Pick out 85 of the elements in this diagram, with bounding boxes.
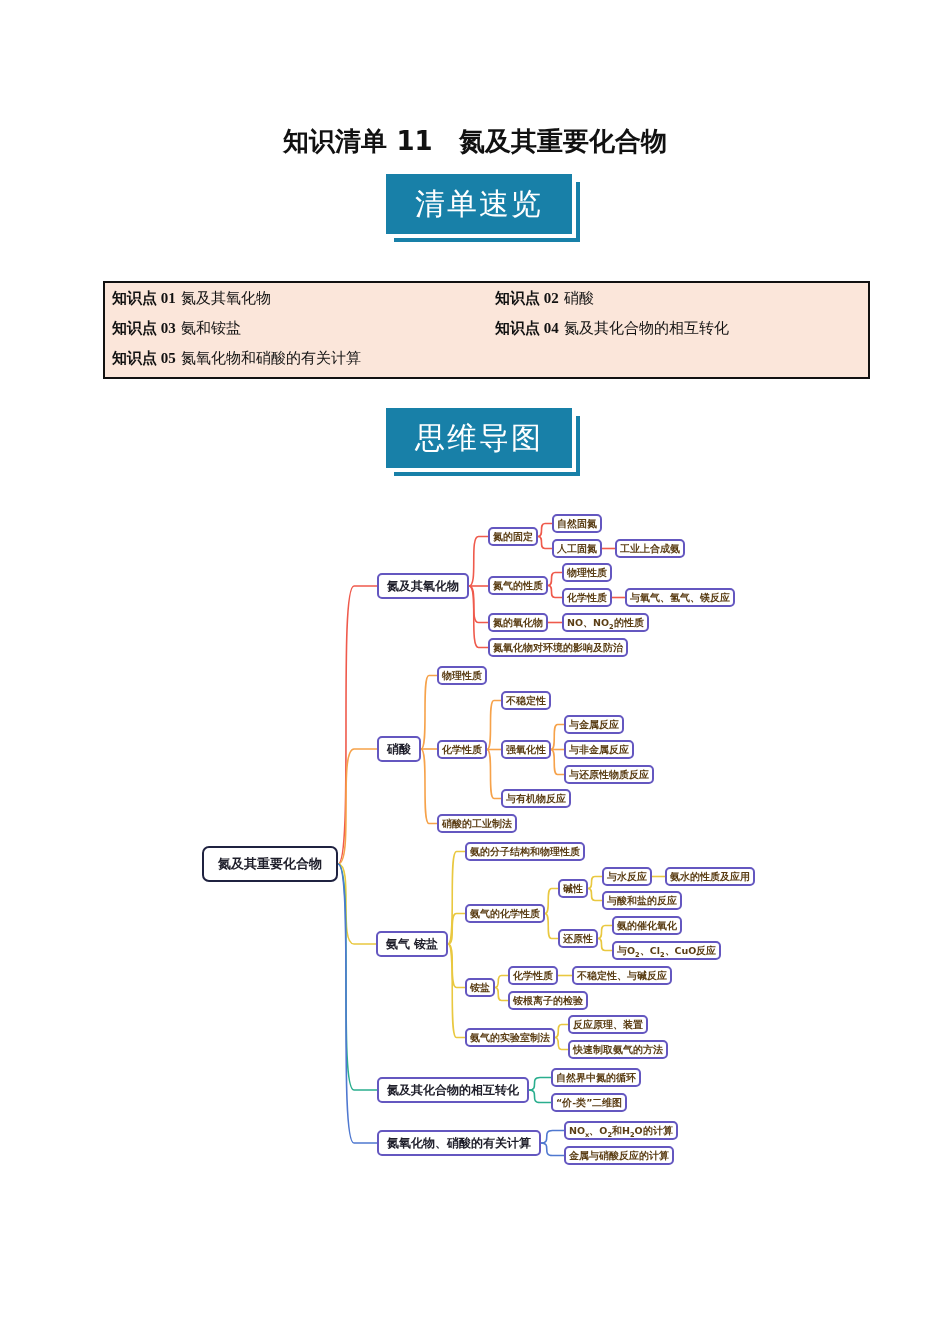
subtopic-box: 硝酸的工业制法: [437, 813, 517, 833]
branch-topic-box: 氮及其氧化物: [377, 573, 469, 599]
subtopic-box: 与氧气、氢气、镁反应: [625, 587, 735, 607]
title: 知识清单 11 氮及其重要化合物: [282, 125, 668, 158]
subtopic-box: 氮气的性质: [488, 575, 548, 595]
connector-line: [537, 522, 553, 538]
subtopic-box: 与金属反应: [564, 714, 624, 734]
root-topic-box: 氮及其重要化合物: [202, 846, 338, 882]
subtopic-box: 金属与硝酸反应的计算: [564, 1145, 674, 1165]
connector-line: [468, 585, 489, 649]
connector-line: [537, 535, 553, 550]
subtopic-box: 与水反应: [602, 866, 652, 886]
connector-line: [337, 863, 378, 1144]
contents-item: 知识点 03 氨和铵盐: [112, 318, 242, 339]
connector-line: [550, 748, 565, 776]
contents-item: 知识点 04 氮及其化合物的相互转化: [495, 318, 730, 339]
subtopic-box: 还原性: [558, 928, 598, 948]
connector-line: [547, 571, 563, 587]
connector-line: [337, 585, 378, 865]
subtopic-box: 不稳定性、与碱反应: [572, 965, 672, 985]
subtopic-box: NO$_{x}$、O$_{2}$和H$_{2}$O的计算: [564, 1120, 678, 1140]
subtopic-box: 快速制取氨气的方法: [568, 1039, 668, 1059]
connector-line: [540, 1142, 565, 1157]
subtopic-box: 氮氧化物对环境的影响及防治: [488, 637, 628, 657]
subtopic-box: 氨气的化学性质: [465, 903, 545, 923]
branch-topic-box: 氮及其化合物的相互转化: [377, 1077, 529, 1103]
subtopic-box: 与非金属反应: [564, 739, 634, 759]
subtopic-box: NO、NO$_{2}$的性质: [562, 612, 649, 632]
connector-line: [486, 748, 502, 800]
connector-line: [554, 1023, 569, 1039]
connector-line: [468, 585, 489, 587]
branch-topic-box: 氮氧化物、硝酸的有关计算: [377, 1130, 541, 1156]
subtopic-box: 自然界中氮的循环: [551, 1067, 641, 1087]
subtopic-box: 与有机物反应: [501, 788, 571, 808]
subtopic-box: 自然固氮: [552, 513, 602, 533]
connector-line: [597, 924, 613, 940]
connector-line: [420, 748, 438, 750]
connector-line: [337, 863, 377, 945]
branch-topic-box: 硝酸: [377, 736, 421, 762]
connector-line: [544, 887, 559, 915]
connector-line: [547, 584, 563, 599]
contents-item: 知识点 01 氮及其氧化物: [112, 288, 272, 309]
branch-topic-box: 氨气 铵盐: [376, 931, 449, 957]
contents-item: 知识点 02 硝酸: [495, 288, 595, 309]
subtopic-box: 与还原性物质反应: [564, 764, 654, 784]
subtopic-box: 化学性质: [437, 739, 487, 759]
subtopic-box: 人工固氮: [552, 538, 602, 558]
connector-line: [447, 943, 466, 989]
subtopic-box: 强氧化性: [501, 739, 551, 759]
connector-line: [587, 875, 603, 890]
connector-line: [544, 912, 559, 940]
connector-line: [528, 1089, 552, 1104]
connector-line: [494, 986, 509, 1002]
connector-line: [550, 723, 565, 751]
connector-line: [420, 674, 438, 750]
connector-line: [528, 1076, 552, 1091]
subtopic-box: 化学性质: [508, 965, 558, 985]
connector-line: [597, 937, 613, 952]
subtopic-box: 铵盐: [465, 977, 495, 997]
subtopic-box: 氨气的实验室制法: [465, 1027, 555, 1047]
subtopic-box: 与O$_{2}$、Cl$_{2}$、CuO反应: [612, 940, 722, 960]
connector-line: [447, 912, 466, 945]
subtopic-box: 物理性质: [437, 665, 487, 685]
subtopic-box: 氨的分子结构和物理性质: [465, 841, 585, 861]
subtopic-box: 化学性质: [562, 587, 612, 607]
subtopic-box: 与酸和盐的反应: [602, 890, 682, 910]
connector-line: [468, 585, 489, 624]
subtopic-box: “价-类”二维图: [551, 1092, 628, 1112]
subtopic-box: 不稳定性: [501, 690, 551, 710]
subtopic-box: 工业上合成氨: [615, 538, 685, 558]
connector-line: [554, 1036, 569, 1051]
connector-line: [494, 974, 509, 989]
subtopic-box: 物理性质: [562, 562, 612, 582]
subtopic-box: 碱性: [558, 878, 588, 898]
connector-line: [587, 887, 603, 902]
contents-item: 知识点 05 氮氧化物和硝酸的有关计算: [112, 348, 362, 369]
subtopic-box: 铵根离子的检验: [508, 990, 588, 1010]
subtopic-box: 氨的催化氧化: [612, 915, 682, 935]
subtopic-box: 氨水的性质及应用: [665, 866, 755, 886]
subtopic-box: 氮的固定: [488, 526, 538, 546]
subtopic-box: 反应原理、装置: [568, 1014, 648, 1034]
subtopic-box: 氮的氧化物: [488, 612, 548, 632]
connector-line: [486, 699, 502, 751]
connector-line: [337, 748, 378, 865]
connector-line: [420, 748, 438, 825]
